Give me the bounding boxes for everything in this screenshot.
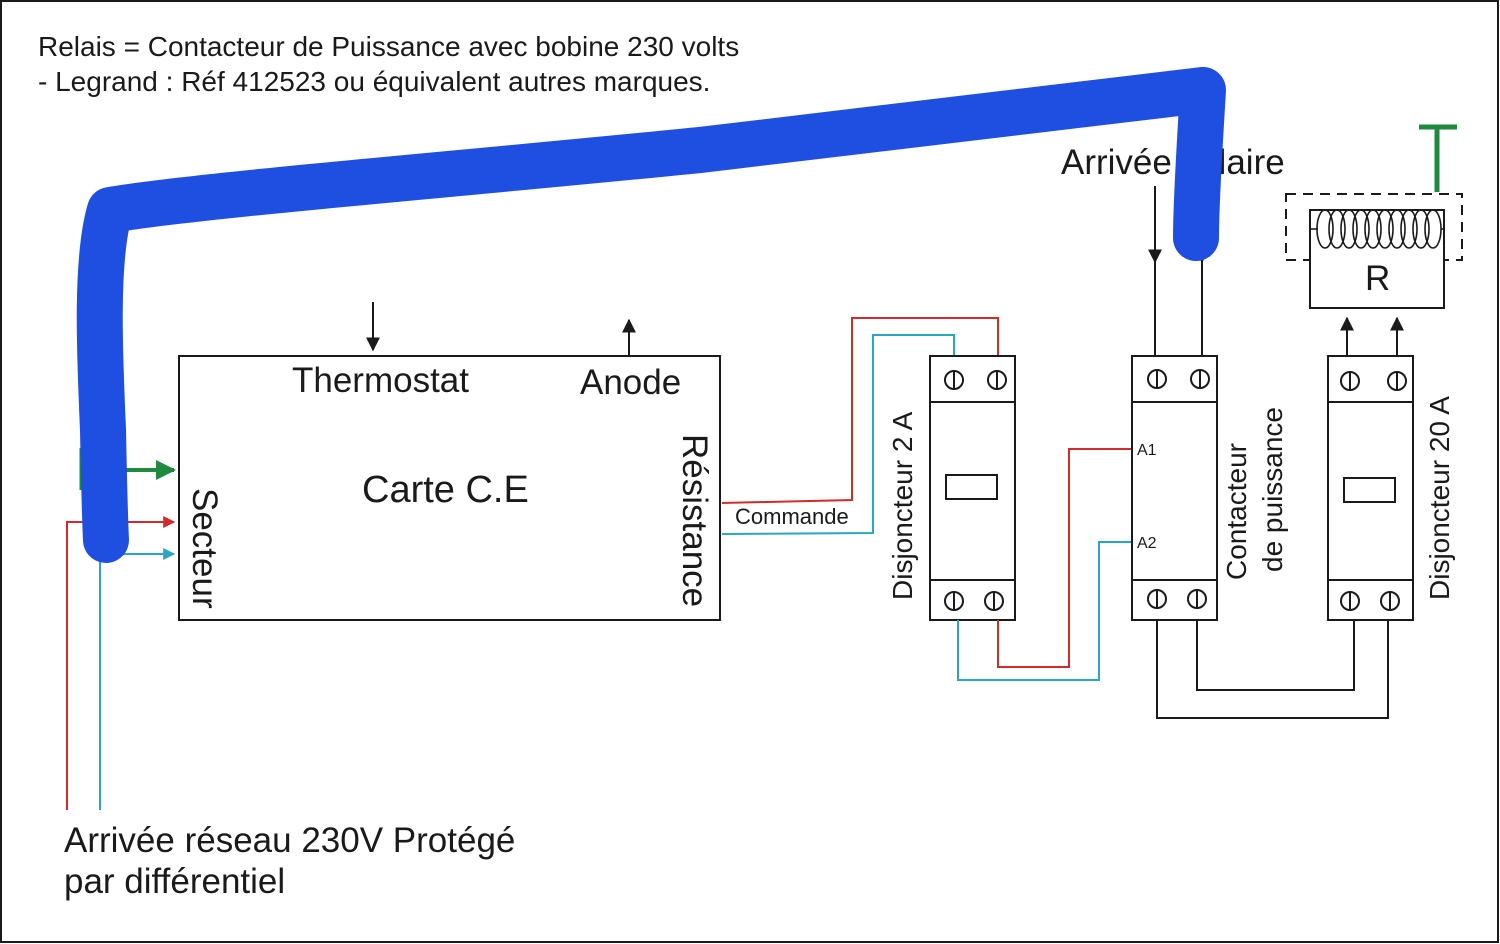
contactor-a1-label: A1 <box>1137 442 1157 459</box>
control-card-title: Carte C.E <box>362 469 529 511</box>
resistor-coil-icon <box>1310 209 1444 249</box>
power-contactor: A1 A2 <box>1131 355 1218 621</box>
command-neutral-wire <box>721 334 955 535</box>
thermostat-label: Thermostat <box>292 361 469 400</box>
contactor-terminal-top-left <box>1147 369 1167 389</box>
breaker-20a <box>1327 355 1414 621</box>
breaker-20a-terminal-bottom-left <box>1340 591 1360 611</box>
breaker-2a-terminal-bottom-right <box>984 591 1004 611</box>
breaker-20a-terminal-top-left <box>1340 371 1360 391</box>
breaker-2a-toggle <box>945 474 998 500</box>
contactor-terminal-bottom-left <box>1147 589 1167 609</box>
contactor-terminal-bottom-right <box>1187 589 1207 609</box>
network-neutral-wire <box>99 548 176 810</box>
network-label-line-2: par différentiel <box>64 862 285 901</box>
header-line-1: Relais = Contacteur de Puissance avec bo… <box>38 31 739 62</box>
secteur-label: Secteur <box>185 488 224 609</box>
breaker-2a <box>929 355 1016 621</box>
contactor-to-breaker-wire-inner <box>1196 620 1355 691</box>
resistor-label: R <box>1365 259 1390 298</box>
command-phase-wire <box>721 317 999 504</box>
coil-phase-wire <box>997 448 1132 668</box>
contactor-label-line-1: Contacteur <box>1221 443 1252 580</box>
breaker-2a-terminal-top-left <box>944 370 964 390</box>
anode-label: Anode <box>580 363 681 402</box>
resistance-label: Résistance <box>675 434 714 607</box>
contactor-terminal-top-right <box>1190 369 1210 389</box>
contactor-to-breaker-wire-outer <box>1156 620 1389 719</box>
network-label-line-1: Arrivée réseau 230V Protégé <box>64 821 515 860</box>
marker-annotation-stroke <box>76 67 1226 563</box>
solar-feed-label: Arrivée solaire <box>1061 143 1285 182</box>
breaker-2a-label: Disjoncteur 2 A <box>887 411 918 600</box>
contactor-label-line-2: de puissance <box>1257 407 1288 572</box>
breaker-20a-toggle <box>1343 477 1396 503</box>
breaker-2a-terminal-bottom-left <box>944 591 964 611</box>
network-phase-wire <box>66 516 176 810</box>
breaker-20a-terminal-bottom-right <box>1380 591 1400 611</box>
control-card-box <box>178 355 721 621</box>
breaker-2a-terminal-top-right <box>987 370 1007 390</box>
heating-resistor: R <box>1285 193 1463 309</box>
earth-icon <box>1419 124 1457 192</box>
power-contactor-body <box>1131 355 1218 621</box>
control-card: Carte C.E Thermostat Anode Secteur Résis… <box>178 355 721 621</box>
command-label: Commande <box>735 504 849 529</box>
coil-neutral-wire <box>957 541 1132 681</box>
contactor-a2-label: A2 <box>1137 535 1157 552</box>
header-line-2: - Legrand : Réf 412523 ou équivalent aut… <box>38 66 710 97</box>
breaker-20a-terminal-top-right <box>1387 371 1407 391</box>
breaker-20a-label: Disjoncteur 20 A <box>1424 396 1455 600</box>
